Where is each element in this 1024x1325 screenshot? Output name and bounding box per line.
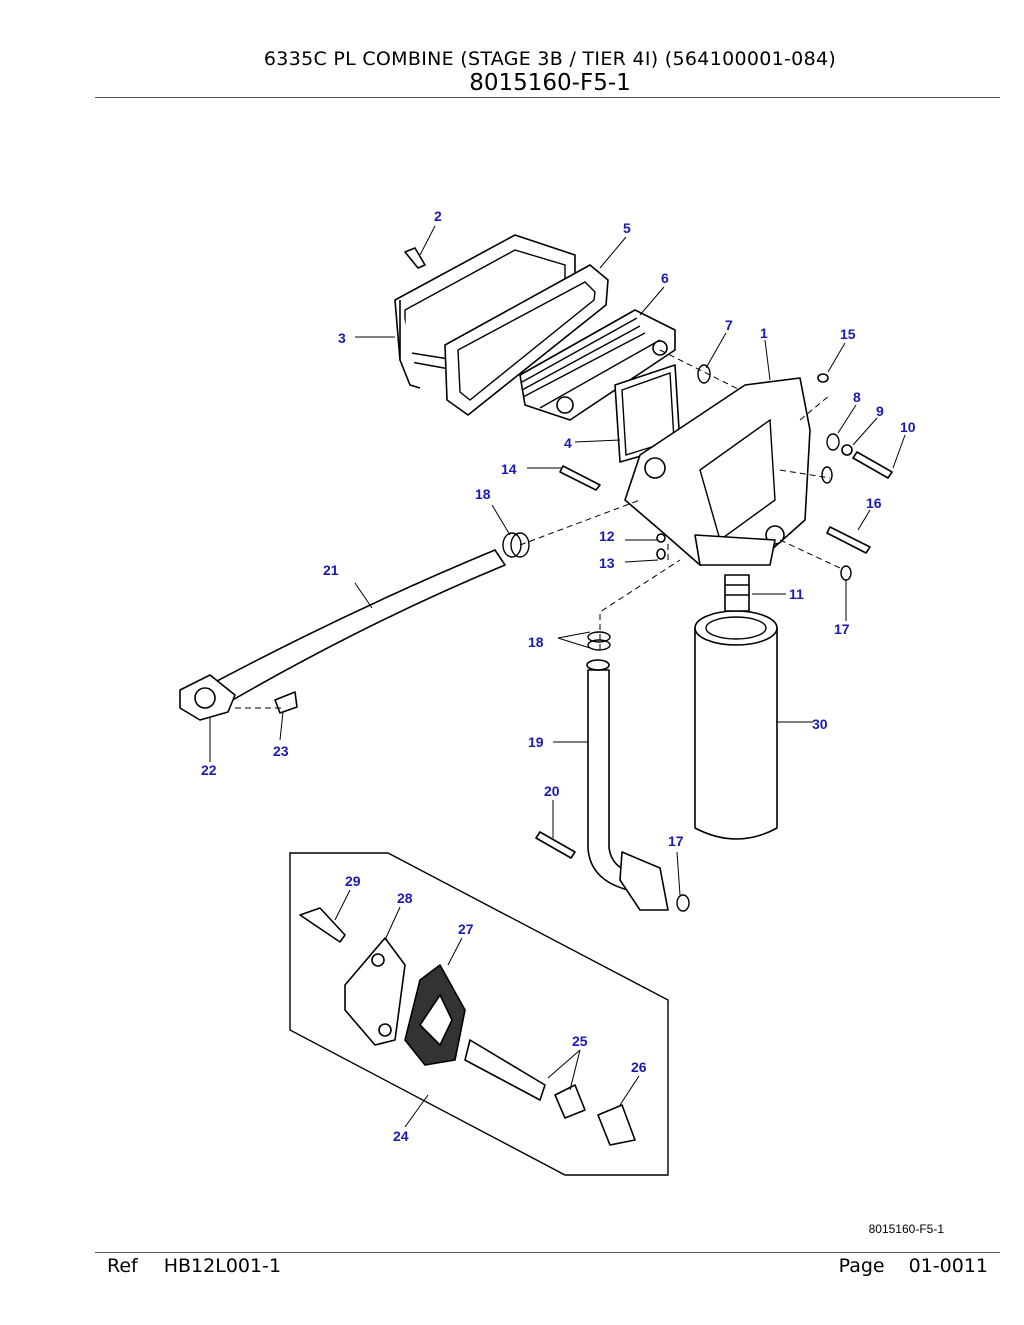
callout-14: 14 [501,461,517,477]
part-oil-cooler [519,309,676,421]
callout-18: 18 [475,486,491,502]
callout-22: 22 [201,762,217,778]
figure-number: 8015160-F5-1 [469,70,631,96]
ref-value: HB12L001-1 [163,1255,282,1277]
callout-2: 2 [434,208,442,224]
callout-12: 12 [599,528,615,544]
part-gasket-frame [444,264,609,416]
part-hardware [404,247,893,912]
header-divider [95,97,1000,98]
callout-8: 8 [853,389,861,405]
callout-29: 29 [345,873,361,889]
callout-9: 9 [876,403,884,419]
page-label: Page [838,1255,885,1277]
callout-13: 13 [599,555,615,571]
callout-25: 25 [572,1033,588,1049]
part-nipple [724,574,750,612]
callout-30: 30 [812,716,828,732]
callout-18-lower: 18 [528,634,544,650]
part-valve-assembly [289,852,669,1176]
page-number: 01-0011 [908,1255,988,1277]
part-tube-upper [179,549,506,721]
footer-page: Page 01-0011 [839,1255,988,1277]
callout-16: 16 [866,495,882,511]
callout-labels: 1 2 3 4 5 6 7 8 9 10 11 12 13 14 15 16 1… [201,208,916,1144]
callout-24: 24 [393,1128,409,1144]
callout-5: 5 [623,220,631,236]
callout-11: 11 [789,586,804,602]
callout-28: 28 [397,890,413,906]
callout-4: 4 [564,435,572,451]
assembly-lines [235,349,841,709]
callout-23: 23 [273,743,289,759]
callout-1: 1 [760,325,768,341]
callout-6: 6 [661,270,669,286]
callout-7: 7 [725,317,733,333]
footer-ref: Ref HB12L001-1 [107,1255,281,1277]
part-tube-lower [586,659,669,911]
callout-21: 21 [323,562,339,578]
callout-3: 3 [338,330,346,346]
ref-label: Ref [107,1255,138,1277]
figure-id: 8015160-F5-1 [868,1222,944,1236]
callout-27: 27 [458,921,474,937]
part-filter-cartridge [694,610,778,840]
callout-17: 17 [834,621,850,637]
callout-19: 19 [528,734,544,750]
callout-17-lower: 17 [668,833,684,849]
footer-divider [95,1252,1000,1253]
callout-26: 26 [631,1059,647,1075]
callout-15: 15 [840,326,856,342]
callout-10: 10 [900,419,916,435]
page-title: 6335C PL COMBINE (STAGE 3B / TIER 4I) (5… [263,48,837,70]
leader-lines [209,225,906,1128]
callout-20: 20 [544,783,560,799]
part-filter-head [624,377,811,566]
